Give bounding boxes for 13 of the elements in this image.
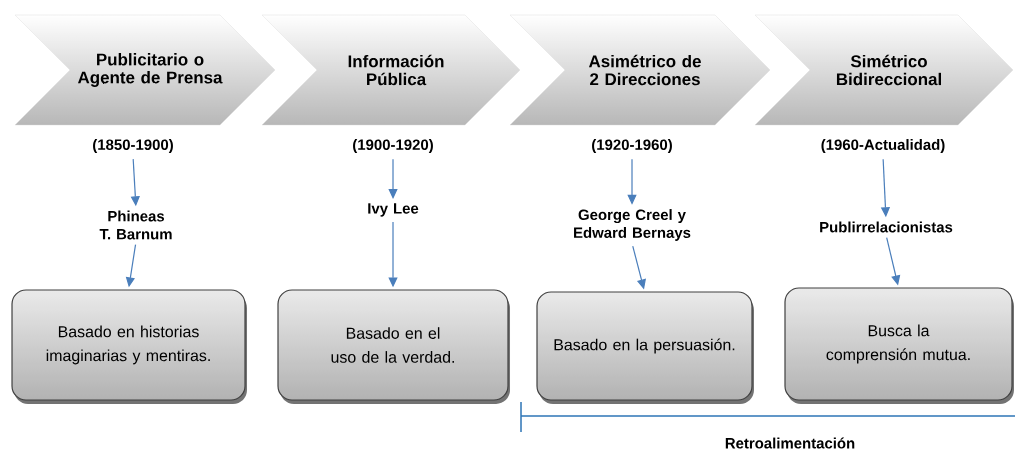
bracket-label: Retroalimentación [725, 437, 855, 449]
name-label: George Creel y Edward Bernays [574, 209, 691, 241]
date-label: (1960-Actualidad) [817, 136, 949, 156]
name-label: Ivy Lee [368, 203, 419, 217]
date-label: (1900-1920) [349, 136, 437, 156]
name-label: Publirrelacionistas [820, 221, 953, 233]
description-box: Basado en la persuasión. [536, 291, 754, 404]
description-box: Basado en historias imaginarias y mentiras. [11, 289, 247, 404]
date-label: (1850-1900) [89, 136, 177, 156]
description-box: Busca la comprensión mutua. [784, 287, 1014, 404]
date-label: (1920-1960) [588, 136, 676, 156]
name-label: Phineas T. Barnum [99, 210, 172, 240]
description-box: Basado en el uso de la verdad. [277, 289, 510, 404]
